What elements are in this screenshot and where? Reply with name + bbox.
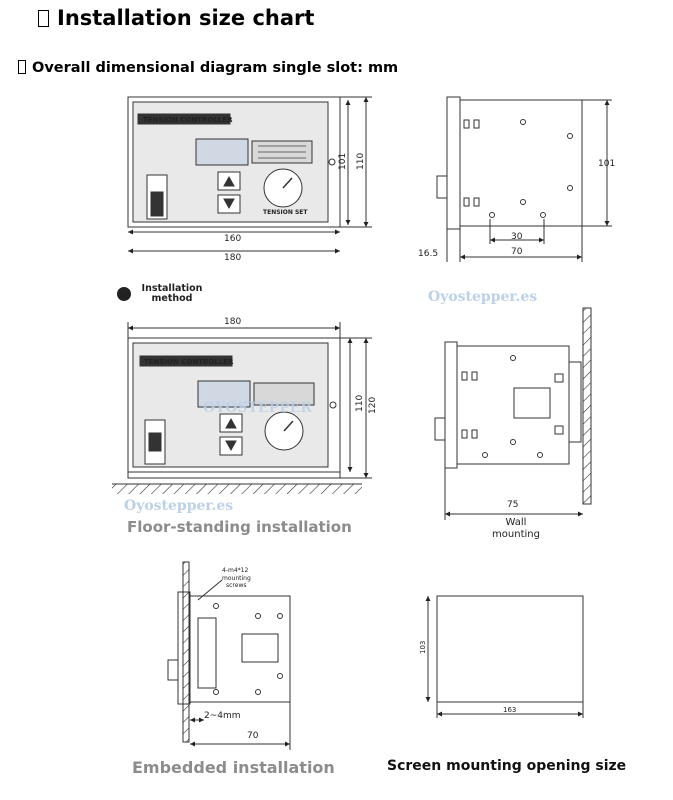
side-bezel bbox=[446, 96, 461, 230]
watermark-small-floor: Oyostepper.es bbox=[124, 498, 233, 514]
opening-rect bbox=[436, 595, 584, 703]
embedded-screw-note-line3: screws bbox=[226, 582, 246, 589]
page-subtitle-text: Overall dimensional diagram single slot:… bbox=[32, 60, 399, 76]
installation-method-line2: method bbox=[152, 293, 193, 304]
front-panel-label: TENSION CONTROLLER bbox=[143, 116, 233, 124]
floor-dim-180: 180 bbox=[224, 317, 241, 327]
missing-glyph-icon bbox=[38, 10, 49, 27]
side-dim-101: 101 bbox=[598, 159, 615, 169]
wall-bezel bbox=[444, 341, 458, 469]
page-title: Installation size chart bbox=[38, 6, 314, 30]
side-dim-30: 30 bbox=[511, 232, 523, 242]
embedded-dim-70: 70 bbox=[247, 731, 259, 741]
watermark-small-top: Oyostepper.es bbox=[428, 289, 537, 305]
front-dim-160: 160 bbox=[224, 234, 241, 244]
floor-dim-110: 110 bbox=[355, 395, 365, 412]
embedded-body bbox=[189, 595, 291, 703]
down-arrow-icon bbox=[223, 198, 235, 210]
embedded-screw-note-line1: 4-m4*12 bbox=[222, 567, 248, 574]
up-arrow-icon bbox=[223, 175, 235, 187]
front-dim-180: 180 bbox=[224, 253, 241, 263]
opening-caption: Screen mounting opening size bbox=[387, 758, 627, 774]
wall-body bbox=[456, 345, 570, 465]
front-switch bbox=[150, 191, 164, 217]
page-title-text: Installation size chart bbox=[57, 6, 315, 30]
installation-method-line1: Installation bbox=[142, 283, 203, 294]
wall-view bbox=[434, 307, 592, 520]
front-outer-frame bbox=[127, 96, 341, 228]
side-dim-16-5: 16.5 bbox=[418, 249, 438, 259]
floor-view: TENSION CONTROLLER bbox=[112, 322, 372, 494]
page-subtitle: Overall dimensional diagram single slot:… bbox=[18, 60, 398, 76]
opening-dim-163: 163 bbox=[503, 706, 516, 714]
missing-glyph-icon bbox=[18, 60, 26, 74]
side-view bbox=[436, 96, 612, 262]
wall-dim-75: 75 bbox=[507, 500, 518, 510]
front-dim-110: 110 bbox=[356, 153, 366, 170]
front-dim-101: 101 bbox=[338, 153, 348, 170]
installation-method-bullet-icon bbox=[117, 287, 131, 301]
front-display bbox=[195, 138, 249, 166]
front-panel-label-bar bbox=[137, 113, 231, 125]
watermark-big: OYOSTEPPER bbox=[203, 400, 312, 416]
opening-view bbox=[425, 595, 584, 718]
floor-caption: Floor-standing installation bbox=[127, 518, 352, 536]
wall-label-line1: Wall bbox=[506, 517, 527, 528]
front-view: TENSION CONTROLLER TENSION SET bbox=[127, 96, 372, 254]
floor-panel-label: TENSION CONTROLLER bbox=[144, 358, 234, 366]
embedded-dim-gap: 2~4mm bbox=[204, 711, 241, 721]
wall-label-line2: mounting bbox=[492, 529, 540, 540]
front-side-screw bbox=[328, 158, 336, 166]
embedded-caption: Embedded installation bbox=[132, 758, 335, 777]
floor-dim-120: 120 bbox=[368, 397, 378, 414]
side-body bbox=[459, 99, 583, 227]
opening-dim-103: 103 bbox=[419, 641, 427, 654]
side-knob bbox=[436, 175, 448, 199]
side-dim-70: 70 bbox=[511, 247, 523, 257]
front-knob-label: TENSION SET bbox=[263, 209, 308, 216]
embedded-view bbox=[167, 561, 291, 750]
embedded-screw-note-line2: mounting bbox=[222, 575, 251, 582]
